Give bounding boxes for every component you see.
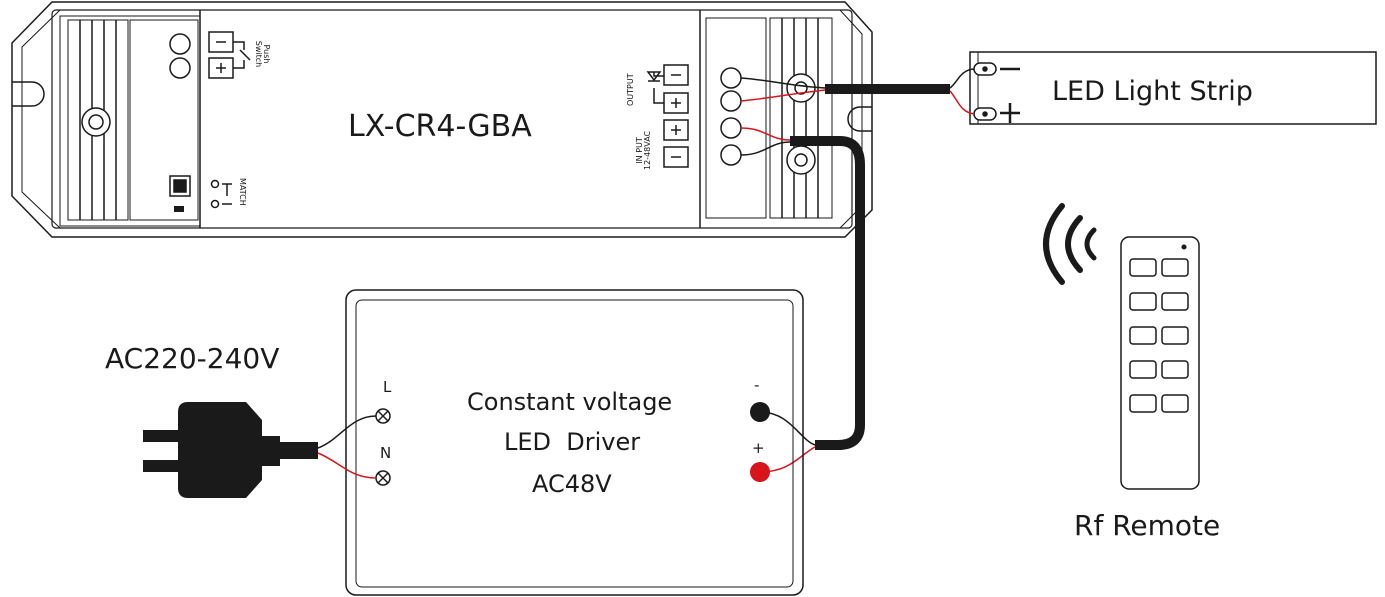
- mains-voltage-label: AC220-240V: [105, 342, 280, 375]
- driver-line2: LED Driver: [504, 428, 641, 456]
- controller-terminal-signs: [216, 41, 681, 158]
- led-driver: [345, 289, 804, 596]
- driver-out-minus: -: [754, 376, 760, 394]
- driver-line1: Constant voltage: [467, 388, 673, 416]
- rf-remote: [1120, 236, 1200, 490]
- push-switch-label: Push Switch: [253, 40, 271, 68]
- led-strip: [969, 51, 1377, 125]
- match-label: MATCH: [238, 178, 247, 206]
- mains-plug: [143, 402, 377, 498]
- rf-waves-icon: [1043, 203, 1097, 285]
- driver-terminal-n: N: [380, 444, 392, 462]
- driver-line3: AC48V: [532, 470, 612, 498]
- driver-terminal-l: L: [383, 378, 392, 396]
- driver-out-plus: +: [752, 439, 765, 457]
- input-label: IN PUT 12-48VAC: [635, 130, 653, 170]
- output-label: OUTPUT: [626, 73, 635, 106]
- controller-unit: [11, 1, 873, 238]
- strip-label: LED Light Strip: [1052, 76, 1253, 107]
- controller-model-label: LX-CR4-GBA: [348, 109, 532, 144]
- remote-label: Rf Remote: [1074, 509, 1221, 542]
- output-wires: [740, 68, 975, 115]
